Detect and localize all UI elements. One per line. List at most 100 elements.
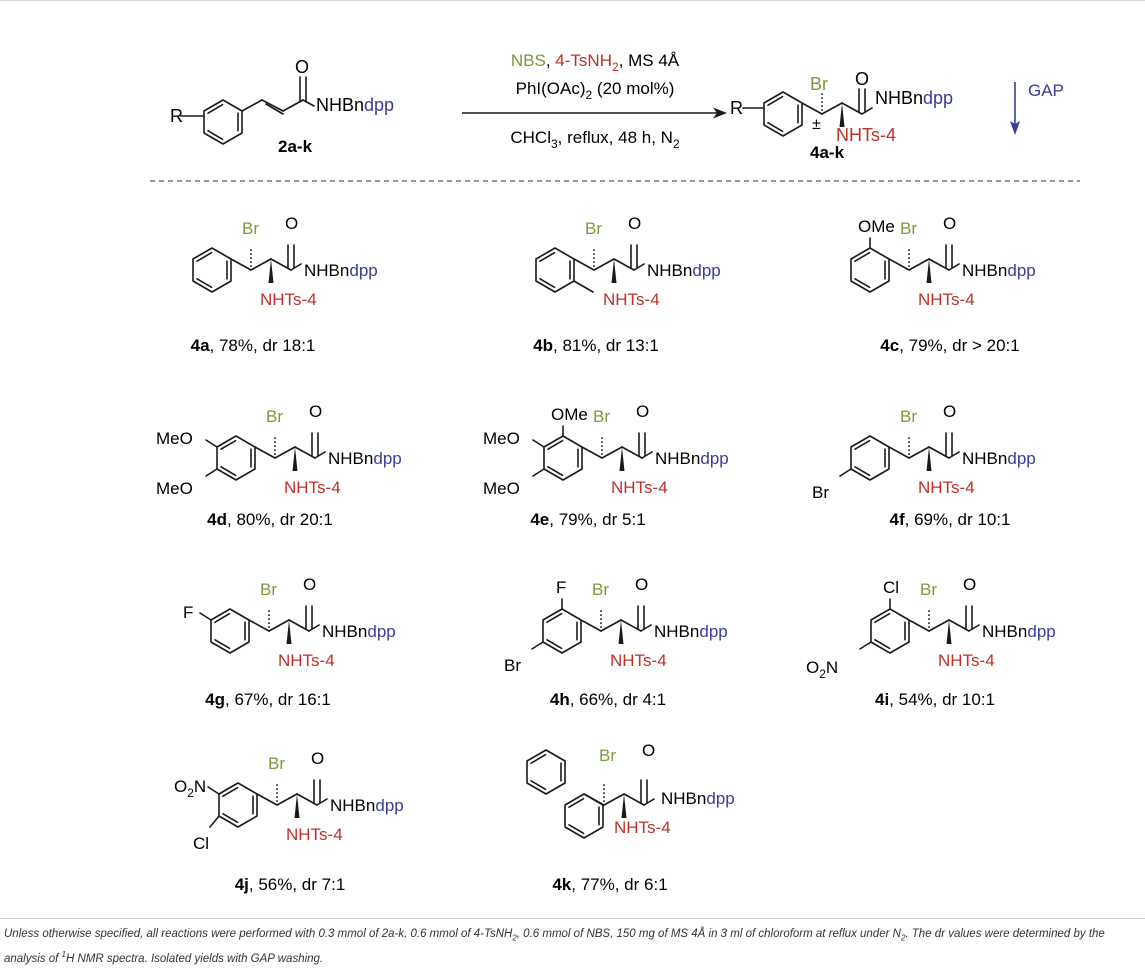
label-4g: 4g, 67%, dr 16:1 <box>205 690 331 709</box>
svg-text:NHTs-4: NHTs-4 <box>611 478 668 497</box>
footnote-rule <box>0 918 1145 919</box>
svg-text:O: O <box>642 741 655 760</box>
reactant-r-label: R <box>170 106 183 126</box>
svg-text:Br: Br <box>585 219 602 238</box>
svg-text:NHBndpp: NHBndpp <box>654 622 728 641</box>
svg-text:O: O <box>628 214 641 233</box>
svg-text:Cl: Cl <box>883 578 899 597</box>
svg-text:NHBndpp: NHBndpp <box>330 796 404 815</box>
label-4c: 4c, 79%, dr > 20:1 <box>880 336 1019 355</box>
svg-text:NHBndpp: NHBndpp <box>655 449 729 468</box>
label-4d: 4d, 80%, dr 20:1 <box>207 510 333 529</box>
svg-text:OMe: OMe <box>858 217 895 236</box>
svg-text:Cl: Cl <box>193 834 209 853</box>
compound-4d: MeO MeO Br O NHBndpp NHTs-4 <box>156 402 402 498</box>
reactant-oxygen: O <box>295 57 309 77</box>
svg-text:Br: Br <box>900 407 917 426</box>
gap-arrow-group: GAP <box>1010 81 1064 135</box>
svg-text:O2N: O2N <box>806 658 838 681</box>
compound-4e: OMe MeO MeO Br O NHBndpp NHTs-4 <box>483 402 729 498</box>
label-4j: 4j, 56%, dr 7:1 <box>235 875 346 894</box>
product-nhts: NHTs-4 <box>836 125 896 145</box>
svg-text:O: O <box>309 402 322 421</box>
svg-text:O: O <box>635 575 648 594</box>
svg-text:O: O <box>303 575 316 594</box>
reaction-arrow-group: NBS, 4-TsNH2, MS 4Å PhI(OAc)2 (20 mol%) … <box>462 51 727 151</box>
svg-text:O: O <box>943 402 956 421</box>
compound-4k: Br O NHBndpp NHTs-4 <box>526 741 735 839</box>
top-rule <box>0 0 1145 1</box>
product-amide: NHBndpp <box>875 88 953 108</box>
svg-text:O: O <box>963 575 976 594</box>
svg-text:NHBndpp: NHBndpp <box>304 261 378 280</box>
svg-text:NHTs-4: NHTs-4 <box>610 651 667 670</box>
svg-text:Br: Br <box>900 219 917 238</box>
compound-4h: F Br Br O NHBndpp NHTs-4 <box>504 575 728 675</box>
svg-text:NHTs-4: NHTs-4 <box>918 290 975 309</box>
svg-text:O: O <box>636 402 649 421</box>
svg-text:O2N: O2N <box>174 777 206 800</box>
reactant-label: 2a-k <box>278 137 313 156</box>
gap-label: GAP <box>1028 81 1064 100</box>
product-r-label: R <box>730 98 743 118</box>
svg-text:F: F <box>183 603 193 622</box>
reagents-line: NBS, 4-TsNH2, MS 4Å <box>511 51 680 74</box>
svg-text:Br: Br <box>920 580 937 599</box>
label-4b: 4b, 81%, dr 13:1 <box>533 336 659 355</box>
compound-4b: Br O NHBndpp NHTs-4 <box>535 214 721 309</box>
compound-4c: OMe Br O NHBndpp NHTs-4 <box>850 214 1036 309</box>
svg-text:Br: Br <box>266 407 283 426</box>
svg-text:Br: Br <box>242 219 259 238</box>
label-4k: 4k, 77%, dr 6:1 <box>552 875 667 894</box>
svg-text:Br: Br <box>260 580 277 599</box>
racemic-sign: ± <box>812 116 821 133</box>
footnote: Unless otherwise specified, all reaction… <box>4 928 1105 966</box>
svg-text:O: O <box>943 214 956 233</box>
product-label: 4a-k <box>810 143 845 162</box>
svg-text:NHBndpp: NHBndpp <box>982 622 1056 641</box>
svg-text:NHBndpp: NHBndpp <box>962 261 1036 280</box>
svg-text:Br: Br <box>268 754 285 773</box>
label-4e: 4e, 79%, dr 5:1 <box>530 510 645 529</box>
svg-text:NHTs-4: NHTs-4 <box>278 651 335 670</box>
svg-text:O: O <box>311 749 324 768</box>
label-4h: 4h, 66%, dr 4:1 <box>550 690 666 709</box>
compound-4j: O2N Cl Br O NHBndpp NHTs-4 <box>174 749 404 853</box>
svg-text:Br: Br <box>599 746 616 765</box>
svg-text:MeO: MeO <box>483 429 520 448</box>
conditions-line: CHCl3, reflux, 48 h, N2 <box>510 128 680 151</box>
compound-4g: F Br O NHBndpp NHTs-4 <box>183 575 396 670</box>
svg-text:OMe: OMe <box>551 405 588 424</box>
svg-text:NHTs-4: NHTs-4 <box>284 478 341 497</box>
svg-text:O: O <box>285 214 298 233</box>
product-4a-k: R Br O NHBndpp NHTs-4 ± 4a-k <box>730 69 953 162</box>
svg-text:MeO: MeO <box>483 479 520 498</box>
svg-text:NHTs-4: NHTs-4 <box>938 651 995 670</box>
svg-text:NHTs-4: NHTs-4 <box>614 818 671 837</box>
svg-text:NHBndpp: NHBndpp <box>322 622 396 641</box>
svg-text:MeO: MeO <box>156 479 193 498</box>
label-4i: 4i, 54%, dr 10:1 <box>875 690 995 709</box>
svg-text:Br: Br <box>593 407 610 426</box>
svg-text:Br: Br <box>812 483 829 502</box>
reactant-2a-k: R O NHBndpp 2a-k <box>170 57 394 156</box>
svg-text:NHBndpp: NHBndpp <box>661 789 735 808</box>
svg-text:NHTs-4: NHTs-4 <box>260 290 317 309</box>
compound-4f: Br Br O NHBndpp NHTs-4 <box>812 402 1036 502</box>
compound-4i: Cl O2N Br O NHBndpp NHTs-4 <box>806 575 1056 681</box>
label-4a: 4a, 78%, dr 18:1 <box>191 336 316 355</box>
svg-text:NHTs-4: NHTs-4 <box>918 478 975 497</box>
svg-text:NHBndpp: NHBndpp <box>328 449 402 468</box>
product-oxygen: O <box>855 69 869 89</box>
svg-text:F: F <box>556 578 566 597</box>
svg-text:MeO: MeO <box>156 429 193 448</box>
reactant-amide: NHBndpp <box>316 95 394 115</box>
svg-text:NHTs-4: NHTs-4 <box>603 290 660 309</box>
product-bromine: Br <box>810 74 828 94</box>
compound-4a: Br O NHBndpp NHTs-4 <box>192 214 378 309</box>
svg-text:NHBndpp: NHBndpp <box>647 261 721 280</box>
label-4f: 4f, 69%, dr 10:1 <box>890 510 1011 529</box>
svg-text:Br: Br <box>504 656 521 675</box>
svg-text:Br: Br <box>592 580 609 599</box>
